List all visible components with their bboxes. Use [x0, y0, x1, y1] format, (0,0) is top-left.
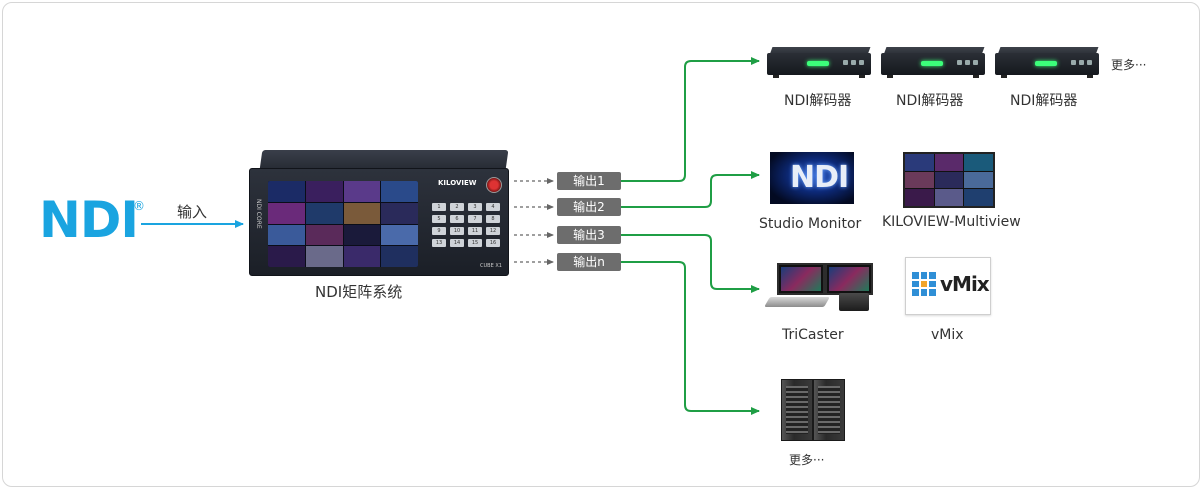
decoder-label-2: NDI解码器 [896, 93, 964, 109]
tricaster-workstation [764, 263, 873, 313]
output-tag-n: 输出n [557, 253, 621, 271]
keypad-key: 7 [468, 215, 482, 223]
route-output-n [621, 261, 760, 415]
keypad-key: 15 [468, 239, 482, 247]
output-tag-3: 输出3 [557, 226, 621, 244]
keypad-key: 1 [432, 203, 446, 211]
keypad-key: 5 [432, 215, 446, 223]
led-icon [1035, 61, 1057, 66]
keypad-key: 16 [486, 239, 500, 247]
device-brand-logo: KILOVIEW [438, 179, 477, 187]
vmix-grid-icon [912, 272, 936, 296]
control-surface-icon [764, 297, 830, 307]
keypad-key: 11 [468, 227, 482, 235]
connection-lines [141, 57, 760, 415]
device-multiview-screen [268, 181, 418, 267]
device-side-text: NDI CORE [255, 199, 262, 229]
output-tag-1: 输出1 [557, 172, 621, 190]
server-more-label: 更多··· [789, 453, 825, 467]
multiview-screen [903, 152, 995, 208]
route-output-1 [621, 57, 760, 182]
route-output-3 [621, 234, 760, 293]
multiview-label: KILOVIEW-Multiview [882, 214, 1021, 230]
ndi-decoder-2 [881, 47, 985, 79]
monitor-icon [777, 263, 825, 295]
tower-icon [839, 293, 869, 311]
vmix-label: vMix [931, 327, 964, 343]
keypad-key: 6 [450, 215, 464, 223]
keypad-key: 8 [486, 215, 500, 223]
knob-icon [486, 177, 502, 193]
keypad-key: 13 [432, 239, 446, 247]
input-label: 输入 [177, 203, 208, 221]
vmix-logo: vMix [905, 257, 991, 315]
registered-mark: ® [133, 199, 145, 213]
keypad-key: 4 [486, 203, 500, 211]
decoders-more-label: 更多··· [1111, 58, 1147, 72]
tricaster-label: TriCaster [782, 327, 844, 343]
keypad-key: 2 [450, 203, 464, 211]
vmix-logo-text: vMix [940, 272, 990, 296]
device-top [259, 150, 509, 170]
studio-monitor-label: Studio Monitor [759, 216, 862, 232]
matrix-caption: NDI矩阵系统 [315, 283, 403, 301]
keypad-key: 14 [450, 239, 464, 247]
monitor-icon [825, 263, 873, 295]
server-rack-icon [779, 375, 845, 441]
led-icon [807, 61, 829, 66]
ndi-decoder-1 [767, 47, 871, 79]
keypad-key: 9 [432, 227, 446, 235]
output-tag-2: 输出2 [557, 198, 621, 216]
keypad-key: 3 [468, 203, 482, 211]
decoder-label-1: NDI解码器 [784, 93, 852, 109]
ndi-decoder-3 [995, 47, 1099, 79]
led-icon [921, 61, 943, 66]
keypad-key: 10 [450, 227, 464, 235]
studio-monitor-logo-text: NDI [790, 160, 849, 195]
route-output-2 [621, 171, 760, 208]
studio-monitor-logo: NDI [770, 152, 854, 204]
decoder-label-3: NDI解码器 [1010, 93, 1078, 109]
keypad-key: 12 [486, 227, 500, 235]
ndi-logo: NDI [39, 191, 139, 249]
device-model: CUBE X1 [480, 263, 502, 269]
